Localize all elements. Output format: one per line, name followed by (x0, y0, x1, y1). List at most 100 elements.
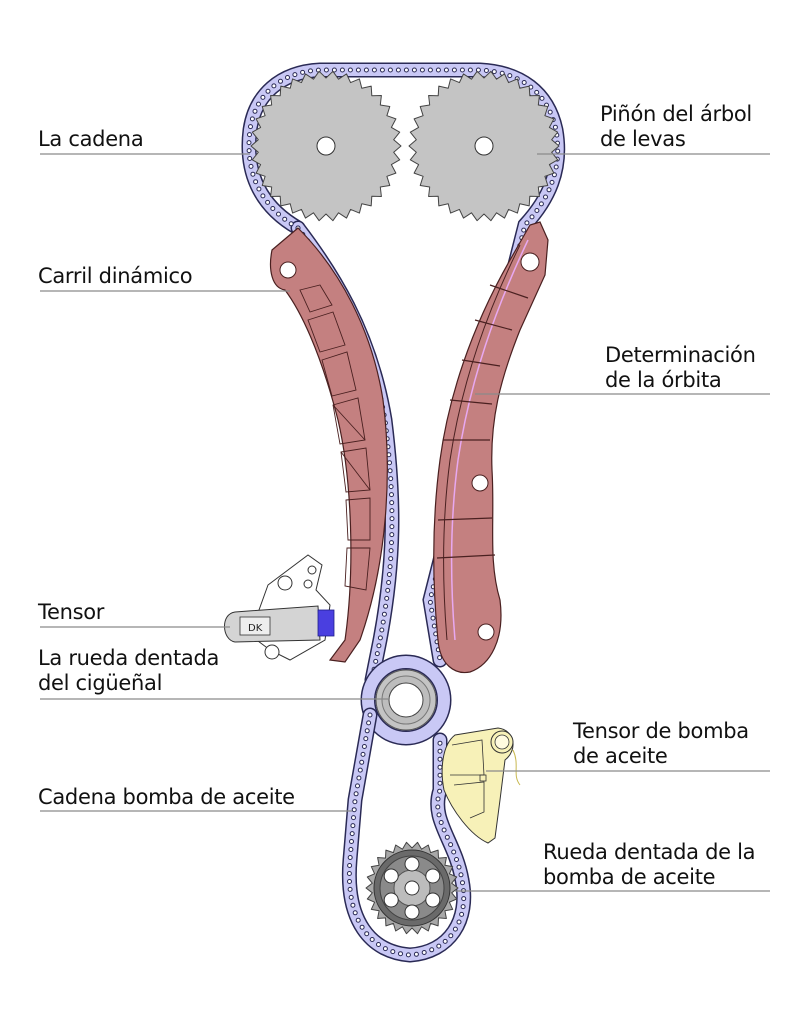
chain-pin (435, 796, 441, 802)
fixed-chain-guide (433, 221, 549, 674)
chain-pin (451, 67, 457, 73)
label-oil-pump-sprocket-line-2: bomba de aceite (543, 865, 716, 889)
label-oil-pump-tensioner: Tensor de bomba de aceite (573, 719, 749, 769)
sprocket-center-hole (316, 136, 336, 156)
chain-pin (539, 95, 545, 101)
crankshaft-sprocket (375, 669, 437, 731)
chain-pin (448, 842, 454, 848)
chain-pin (546, 187, 552, 193)
chain-pin (456, 864, 462, 870)
label-fixed-guide-line-2: de la órbita (605, 368, 722, 392)
chain-pin (387, 468, 393, 474)
chain-pin (430, 615, 436, 621)
sprocket-hole (425, 868, 441, 884)
chain-pin (431, 623, 437, 629)
chain-pin (429, 947, 435, 953)
chain-pin (349, 831, 355, 837)
chain-pin (395, 67, 401, 73)
chain-pin (347, 855, 353, 860)
chain-pin (419, 67, 425, 73)
chain-pin (248, 124, 253, 130)
chain-pin (371, 67, 377, 73)
label-fixed-guide: Determinación de la órbita (605, 343, 756, 393)
chain-pin (355, 917, 361, 923)
chain-pin (351, 807, 357, 813)
chain-pin (376, 942, 381, 947)
chain-pin (438, 820, 444, 825)
chain-pin (456, 919, 462, 925)
chain-pin (265, 88, 271, 94)
chain-pin (292, 72, 298, 78)
chain-pin (448, 933, 454, 939)
chain-pin (331, 67, 337, 73)
chain-pin (339, 67, 345, 73)
chain-pin (247, 156, 253, 161)
chain-pin (355, 67, 361, 73)
chain-pin (249, 116, 255, 122)
chain-pin (276, 211, 281, 217)
chain-pin (389, 500, 395, 506)
chain-pin (282, 216, 288, 222)
chain-pin (441, 827, 447, 833)
chain-pin (451, 849, 457, 855)
chain-pin (460, 880, 465, 886)
chain-pin (491, 69, 497, 75)
chain-pin (351, 815, 356, 821)
chain-pin (250, 171, 256, 177)
camshaft-sprocket-right (408, 70, 560, 222)
chain-pin (437, 780, 443, 786)
chain-pin (348, 847, 354, 852)
chain-pin (352, 799, 358, 805)
chain-pin (347, 886, 353, 892)
chain-pin (348, 894, 354, 900)
chain-pin (260, 193, 266, 199)
chain-pin (387, 460, 392, 466)
chain-pin (349, 839, 354, 844)
chain-pin (387, 67, 393, 73)
chain-pin (534, 89, 540, 95)
chain-pin (436, 812, 442, 818)
chain-pin (437, 740, 443, 746)
chain-pin (381, 611, 387, 617)
chain-pin (271, 83, 277, 89)
chain-pin (256, 101, 261, 107)
chain-pin (357, 767, 363, 773)
chain-pin (353, 791, 359, 797)
label-chain-line-1: La cadena (38, 127, 144, 151)
chain-pin (355, 783, 360, 789)
chain-pin (350, 823, 356, 829)
chain-pin (403, 67, 409, 73)
leader-lines (40, 153, 770, 892)
chain-pin (543, 194, 548, 200)
chain-pin (452, 926, 458, 932)
chain-pin (547, 109, 553, 115)
label-oil-pump-tensioner-line-1: Tensor de bomba (573, 719, 749, 743)
chain-pin (435, 804, 441, 810)
chain-pin (428, 592, 434, 598)
chain-pin (347, 67, 353, 73)
chain-pin (366, 720, 372, 726)
chain-pin (386, 580, 392, 585)
chain-pin (458, 872, 464, 878)
chain-pin (429, 607, 435, 613)
sprocket-hole (383, 892, 399, 908)
label-oil-pump-tensioner-line-2: de aceite (573, 744, 668, 768)
chain-pin (427, 67, 433, 73)
label-camshaft-sprocket-line-1: Piñón del árbol (600, 102, 752, 126)
chain-pin (346, 871, 352, 876)
chain-pin (483, 68, 489, 73)
chain-pin (389, 508, 395, 514)
sprocket-center-hole (474, 136, 494, 156)
chain-pin (359, 759, 365, 765)
chain-pin (437, 655, 443, 661)
chain-pin (270, 206, 276, 211)
label-oil-pump-chain-line-1: Cadena bomba de aceite (38, 785, 295, 809)
chain-pin (285, 75, 290, 80)
chain-pin (380, 619, 386, 625)
chain-pin (437, 748, 443, 754)
label-crankshaft-sprocket-line-1: La rueda dentada (38, 646, 220, 670)
tensioner-mark: DK (248, 623, 263, 634)
chain-pin (347, 863, 353, 868)
chain-pin (398, 951, 403, 957)
